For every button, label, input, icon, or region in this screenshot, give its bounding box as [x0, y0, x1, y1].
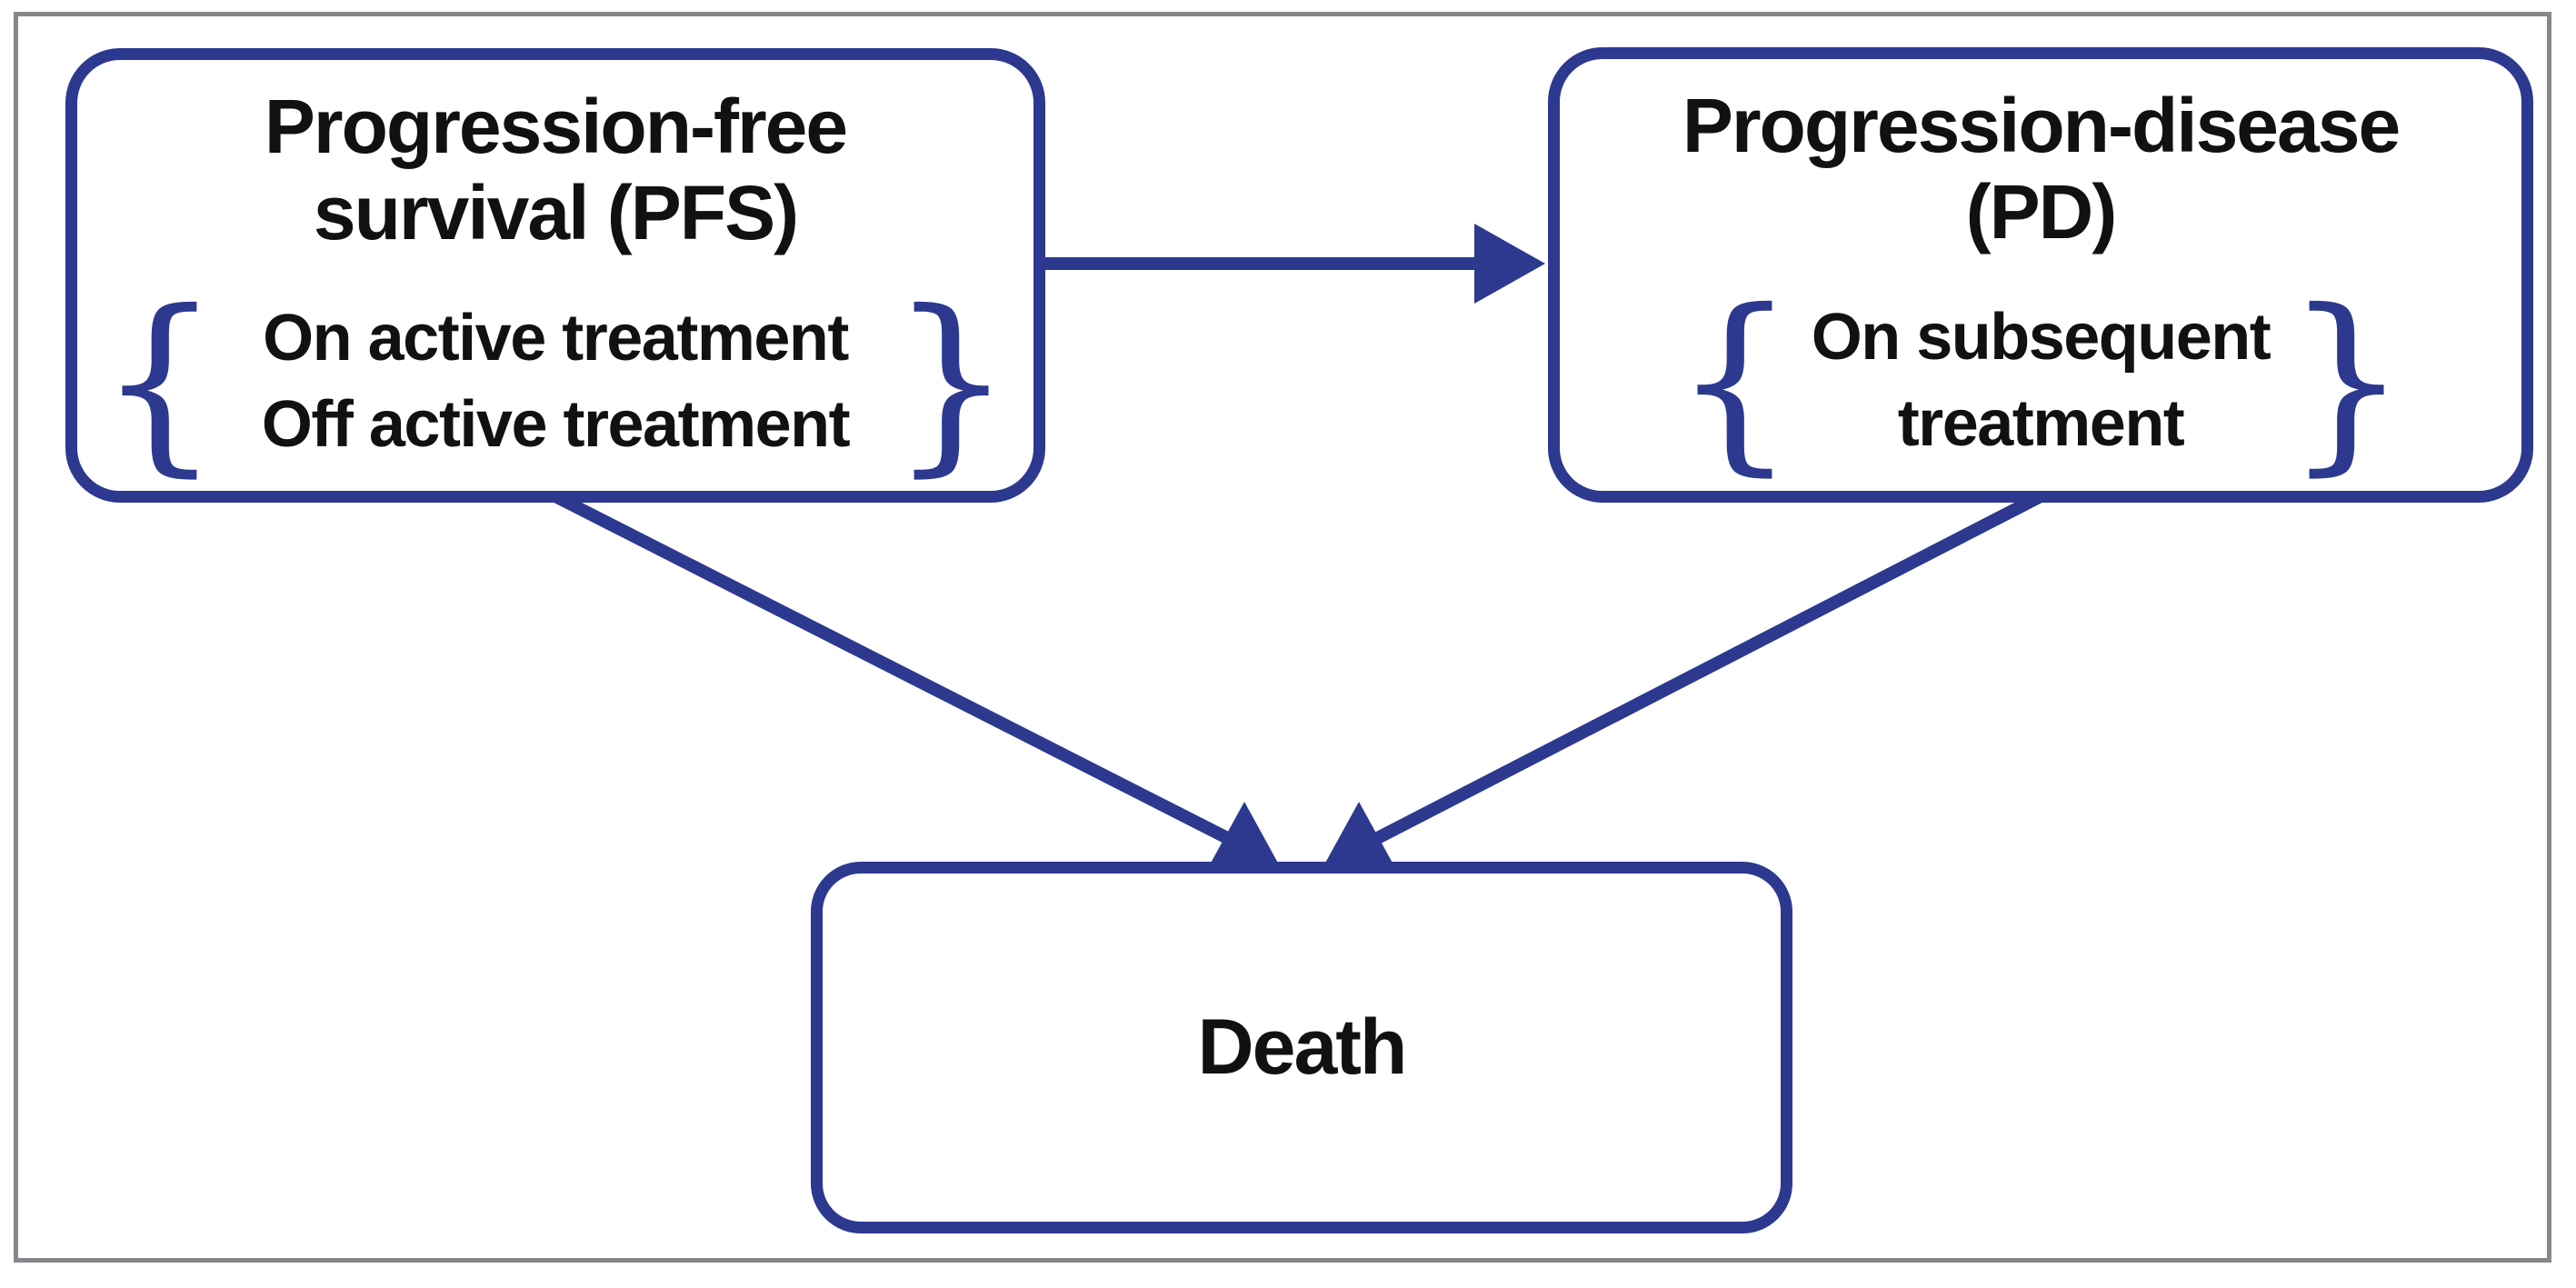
death-label: Death	[1197, 1003, 1408, 1091]
pfs-title-line1: Progression-free	[264, 84, 848, 169]
pd-substates-group: { On subsequent treatment }	[1673, 268, 2408, 494]
pfs-substate-on-treatment: On active treatment	[263, 302, 849, 374]
pd-state-box: Progression-disease (PD) { On subsequent…	[1548, 47, 2533, 503]
pd-title-line1: Progression-disease	[1682, 83, 2401, 168]
brace-left-icon: {	[1673, 268, 1796, 494]
pfs-substate-off-treatment: Off active treatment	[261, 388, 851, 461]
pd-title: Progression-disease (PD)	[1560, 83, 2521, 255]
pfs-substates: On active treatment Off active treatment	[221, 295, 890, 468]
pfs-title: Progression-free survival (PFS)	[77, 84, 1033, 256]
pd-substate-line2: treatment	[1897, 387, 2185, 460]
pd-title-line2: (PD)	[1965, 169, 2118, 255]
pfs-state-box: Progression-free survival (PFS) { On act…	[65, 48, 1045, 503]
pfs-title-line2: survival (PFS)	[313, 170, 799, 255]
pd-substate-line1: On subsequent	[1811, 301, 2271, 374]
brace-right-icon: }	[890, 269, 1013, 494]
death-state-box: Death	[811, 862, 1792, 1233]
brace-right-icon: }	[2285, 268, 2408, 494]
pd-substates: On subsequent treatment	[1796, 295, 2285, 467]
pfs-substates-group: { On active treatment Off active treatme…	[98, 269, 1013, 494]
brace-left-icon: {	[98, 269, 221, 494]
